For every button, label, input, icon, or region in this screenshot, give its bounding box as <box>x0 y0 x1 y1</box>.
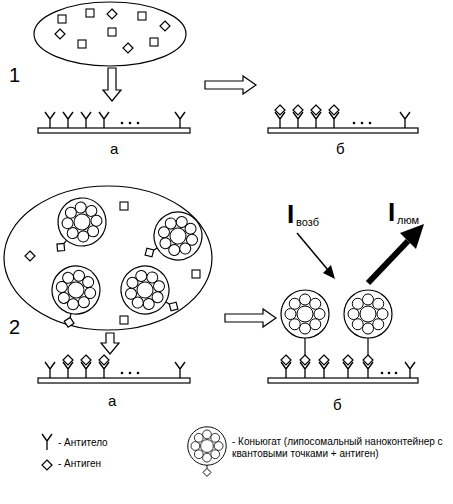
antigen-diamond <box>55 29 65 39</box>
step-letter: б <box>333 396 342 413</box>
sample-ellipse <box>4 186 212 330</box>
antigen-square <box>86 9 94 17</box>
linker <box>304 338 305 355</box>
antibody <box>45 362 55 378</box>
bound-antibody <box>343 355 353 378</box>
ellipsis-dot <box>121 372 124 375</box>
ellipsis-dot <box>361 122 364 125</box>
antigen-square <box>78 40 86 48</box>
ellipsis-dot <box>395 372 398 375</box>
bound-antibody <box>363 355 373 378</box>
substrate <box>268 378 418 383</box>
conjugate <box>45 262 105 333</box>
antibody <box>405 362 415 378</box>
liposome <box>344 290 392 338</box>
antigen-diamond <box>25 251 35 261</box>
block-arrow <box>225 309 276 327</box>
ellipsis-dot <box>137 122 140 125</box>
antibody <box>175 362 185 378</box>
ellipsis-dot <box>353 122 356 125</box>
conjugate <box>133 203 211 276</box>
intensity-symbol: I <box>287 200 294 230</box>
ellipsis-dot <box>129 372 132 375</box>
block-arrow <box>103 68 121 101</box>
legend-text: - Антитело <box>58 437 178 449</box>
panel-number: 1 <box>9 64 20 87</box>
intensity-subscript: возб <box>296 216 319 229</box>
bound-antibody <box>319 355 329 378</box>
free-antigens <box>55 9 170 53</box>
bound-antibody <box>275 105 285 128</box>
ellipsis-dot <box>121 122 124 125</box>
arrow-head <box>400 224 424 249</box>
bound-antibody <box>293 105 303 128</box>
antigen-diamond <box>107 9 117 19</box>
conjugate <box>39 188 116 266</box>
bound-antibody <box>311 105 321 128</box>
bound-antibody <box>300 355 310 378</box>
block-arrow <box>101 333 119 354</box>
antigen-square <box>150 38 158 46</box>
luminescence-arrow <box>368 241 408 283</box>
antibody <box>81 112 91 128</box>
intensity-symbol: I <box>388 198 395 228</box>
ellipsis-dot <box>388 372 391 375</box>
antigen-diamond <box>123 43 133 53</box>
panel-number: 2 <box>9 316 20 339</box>
step-letter: а <box>108 392 116 409</box>
antigen-square <box>120 202 128 210</box>
bound-antibody <box>281 355 291 378</box>
linker <box>367 338 368 355</box>
bound-antibody <box>63 355 73 378</box>
intensity-subscript: люм <box>397 214 419 227</box>
legend-antibody-sample <box>42 434 52 450</box>
liposome <box>281 290 329 338</box>
antibody <box>45 112 55 128</box>
arrow-head <box>323 265 335 279</box>
antibody <box>99 112 109 128</box>
legend-conjugate-sample <box>188 427 226 477</box>
ellipsis-dot <box>369 122 372 125</box>
legend-antigen-sample <box>42 460 52 470</box>
ellipsis-dot <box>129 122 132 125</box>
excitation-arrow <box>297 233 328 270</box>
antigen-square <box>108 28 116 36</box>
conjugate <box>112 257 190 330</box>
antibody <box>400 112 410 128</box>
block-arrow <box>205 76 256 94</box>
bound-antibody <box>81 355 91 378</box>
bound-antibody <box>329 105 339 128</box>
substrate <box>268 128 418 133</box>
ellipsis-dot <box>381 372 384 375</box>
antigen-square <box>120 316 128 324</box>
bound-antibody <box>99 355 109 378</box>
ellipsis-dot <box>137 372 140 375</box>
substrate <box>38 128 190 133</box>
legend-text: - Коньюгат (липосомальный наноконтейнер … <box>232 436 450 459</box>
sample-ellipse <box>34 2 186 66</box>
substrate <box>38 378 190 383</box>
legend-text: - Антиген <box>58 458 178 470</box>
antigen-square <box>138 12 146 20</box>
antigen-diamond <box>160 21 170 31</box>
antigen-square <box>192 270 200 278</box>
antibody <box>175 112 185 128</box>
antigen-square <box>58 15 66 23</box>
step-letter: а <box>110 140 118 157</box>
step-letter: б <box>336 140 345 157</box>
antibody <box>63 112 73 128</box>
